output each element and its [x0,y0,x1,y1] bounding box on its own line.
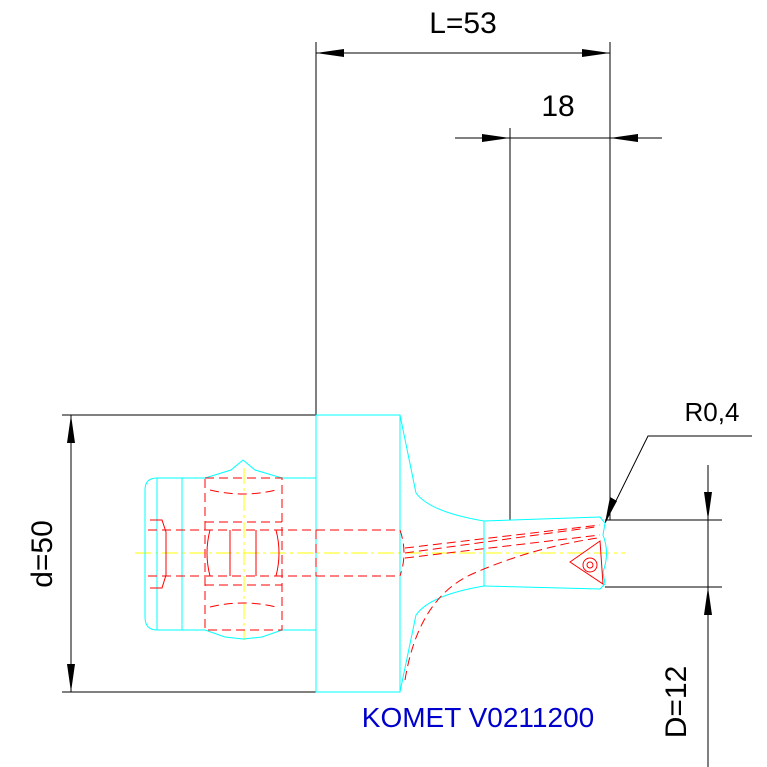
length-label: L=53 [429,7,497,40]
shank-diameter-label: d=50 [26,520,59,588]
dimension-corner-radius: R0,4 [604,397,752,524]
tool-outline [144,414,607,693]
tip-length-label: 18 [541,90,574,123]
dimension-length: L=53 [315,7,611,520]
corner-radius-label: R0,4 [685,397,740,427]
bore-diameter-label: D=12 [660,666,693,739]
dimension-shank-diameter: d=50 [26,414,316,693]
dimension-bore-diameter: D=12 [605,465,722,767]
hidden-lines [148,477,604,681]
dimension-tip-length: 18 [455,90,662,520]
caption-label: KOMET V0211200 [362,702,594,733]
